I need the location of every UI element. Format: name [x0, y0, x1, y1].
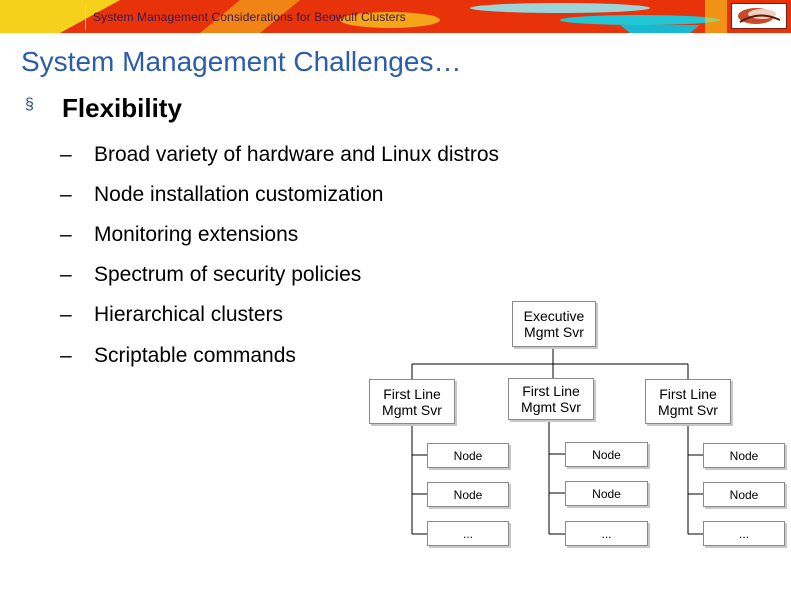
node-ellipsis-box: ...: [427, 521, 509, 546]
box-label-line2: Mgmt Svr: [382, 401, 442, 418]
banner-title: System Management Considerations for Beo…: [93, 10, 406, 24]
node-box: Node: [427, 482, 509, 507]
node-box: Node: [427, 443, 509, 468]
bullet-marker: §: [25, 96, 34, 113]
box-label-line1: First Line: [659, 385, 717, 402]
box-label-line1: First Line: [383, 385, 441, 402]
node-box: Node: [703, 443, 785, 468]
sub-item-text: Broad variety of hardware and Linux dist…: [94, 143, 500, 166]
bullet-flexibility: Flexibility: [62, 93, 182, 123]
sub-item: –Node installation customization: [60, 183, 384, 207]
banner-decoration: [0, 0, 727, 33]
node-ellipsis-box: ...: [565, 521, 648, 546]
sub-item: –Scriptable commands: [60, 344, 296, 368]
logo-graphic: [738, 8, 781, 24]
node-box: Node: [703, 482, 785, 507]
sub-item-dash: –: [60, 143, 72, 166]
sub-item-dash: –: [60, 303, 72, 326]
box-label-line2: Mgmt Svr: [658, 401, 718, 418]
box-label-line2: Mgmt Svr: [524, 324, 584, 340]
sub-item-text: Spectrum of security policies: [94, 263, 362, 286]
slide-title: System Management Challenges…: [21, 46, 462, 77]
sub-item: –Hierarchical clusters: [60, 303, 283, 327]
logo-image: [731, 3, 787, 29]
box-label-line1: First Line: [522, 383, 580, 399]
banner-divider: [85, 3, 86, 30]
sub-item-text: Hierarchical clusters: [94, 303, 284, 326]
sub-item: –Broad variety of hardware and Linux dis…: [60, 143, 499, 167]
sub-item: –Monitoring extensions: [60, 223, 298, 247]
sub-item: –Spectrum of security policies: [60, 263, 361, 287]
sub-item-text: Node installation customization: [94, 183, 384, 206]
box-label-line2: Mgmt Svr: [521, 399, 581, 415]
sub-item-text: Scriptable commands: [94, 344, 296, 367]
header-banner: System Management Considerations for Beo…: [0, 0, 791, 33]
sub-item-dash: –: [60, 344, 72, 367]
node-box: Node: [565, 442, 648, 467]
node-ellipsis-box: ...: [703, 521, 785, 546]
sub-item-dash: –: [60, 183, 72, 206]
sub-item-text: Monitoring extensions: [94, 223, 299, 246]
sub-item-dash: –: [60, 223, 72, 246]
box-label-line1: Executive: [523, 308, 585, 324]
sub-item-dash: –: [60, 263, 72, 286]
node-box: Node: [565, 481, 648, 506]
